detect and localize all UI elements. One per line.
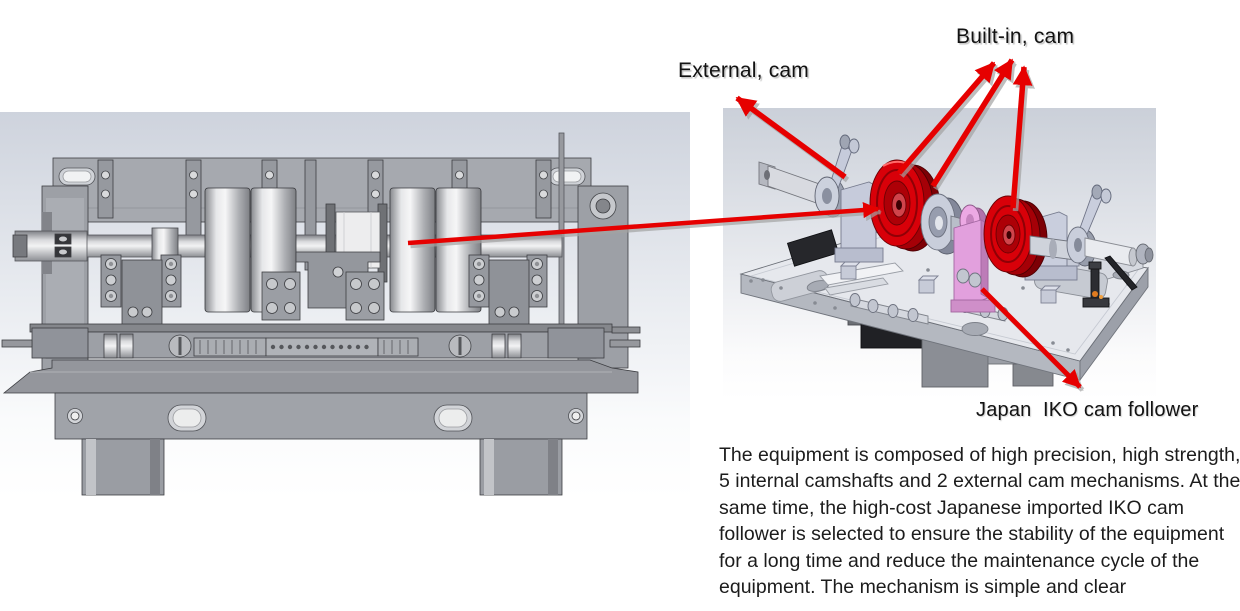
equipment-description: The equipment is composed of high precis…	[719, 442, 1240, 600]
built-in-cam-label: Built-in, cam	[956, 25, 1075, 48]
iko-cam-follower-label: Japan IKO cam follower	[976, 399, 1199, 421]
description-line: 5 internal camshafts and 2 external cam …	[719, 470, 1240, 493]
isometric-cad-figure	[723, 108, 1156, 400]
front-view-machine	[1, 132, 641, 496]
description-line: equipment. The mechanism is simple and c…	[719, 576, 1127, 599]
description-line: The equipment is composed of high precis…	[719, 444, 1240, 466]
external-cam-label: External, cam	[678, 59, 809, 82]
description-line: same time, the high-cost Japanese import…	[719, 496, 1184, 519]
front-view-cad-figure	[0, 112, 690, 498]
description-line: follower is selected to ensure the stabi…	[719, 523, 1225, 546]
description-line: for a long time and reduce the maintenan…	[719, 549, 1200, 572]
